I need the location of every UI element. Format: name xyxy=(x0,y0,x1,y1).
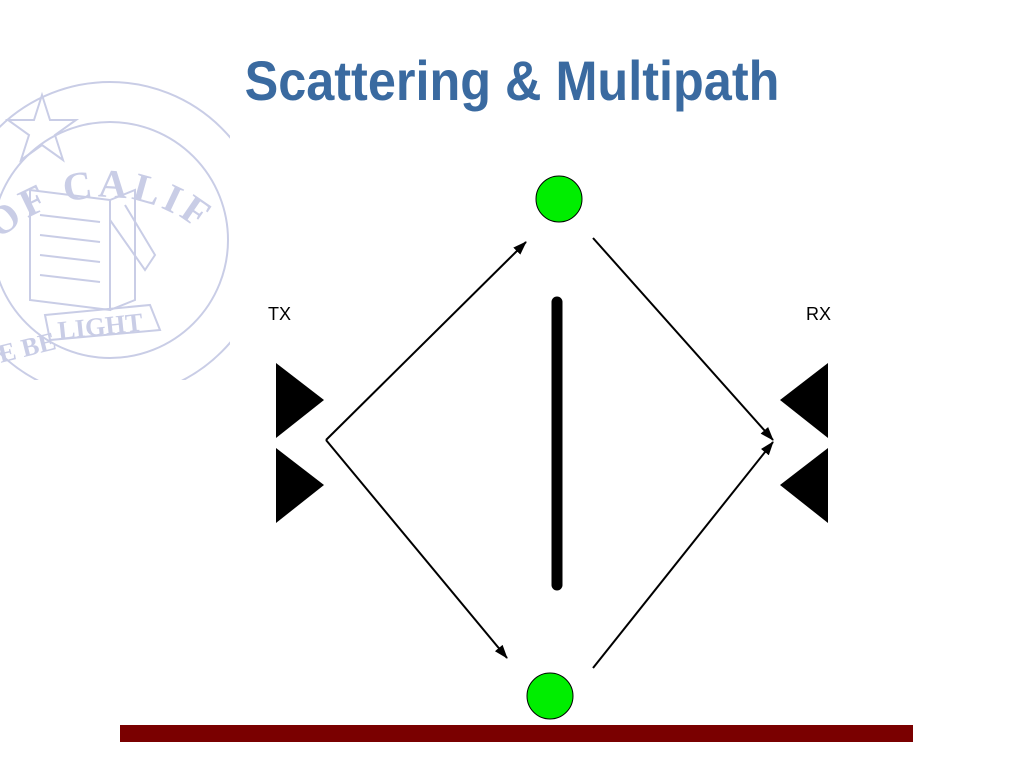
university-seal-watermark: OF CALIFORNIA LIGHT E BE xyxy=(0,40,230,380)
path-bottom-scatterer-to-rx xyxy=(592,441,774,669)
tx-antenna-element-lower xyxy=(276,448,324,523)
tx-label: TX xyxy=(268,304,292,324)
rx-antenna-element-upper xyxy=(780,363,828,438)
scatterer-bottom xyxy=(526,672,574,720)
slide-title: Scattering & Multipath xyxy=(244,49,780,112)
rx-antenna xyxy=(780,363,828,523)
rx-label: RX xyxy=(806,304,832,324)
tx-antenna xyxy=(276,363,324,523)
path-tx-to-bottom-scatterer xyxy=(325,439,508,659)
tx-antenna-element-upper xyxy=(276,363,324,438)
footer-rule xyxy=(120,725,913,742)
scatterer-top xyxy=(535,175,583,223)
path-top-scatterer-to-rx xyxy=(592,237,774,441)
path-tx-to-top-scatterer xyxy=(325,241,527,441)
rx-antenna-element-lower xyxy=(780,448,828,523)
